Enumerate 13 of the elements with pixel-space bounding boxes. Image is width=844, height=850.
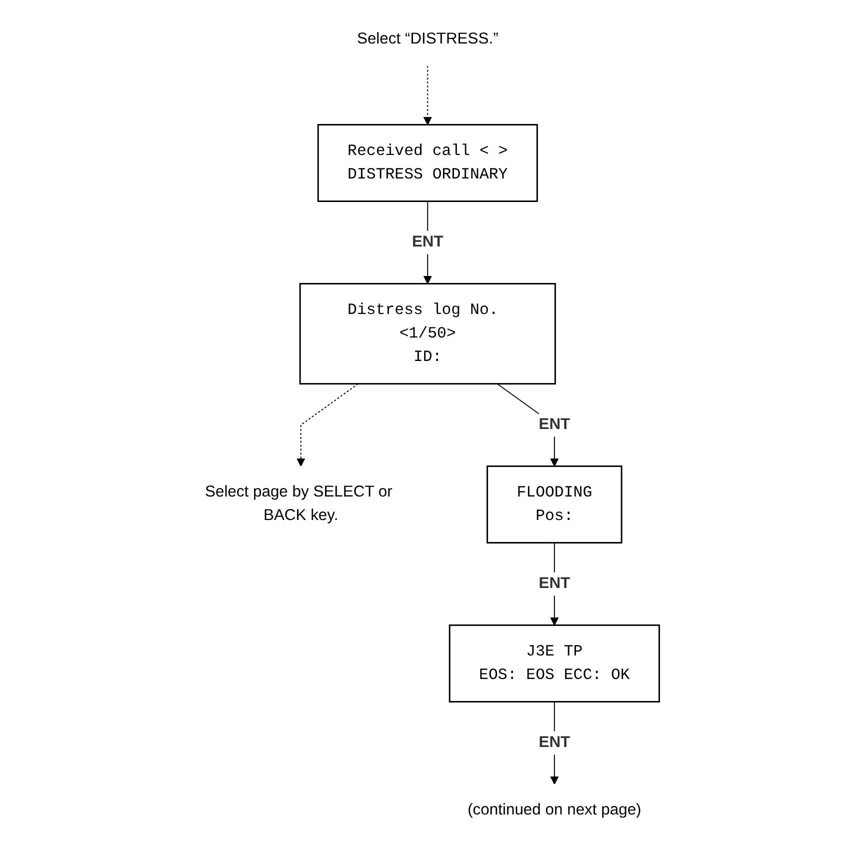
edge-label: ENT <box>412 234 444 250</box>
node-box: Distress log No. <1/50> ID: <box>299 282 556 385</box>
edge-label: ENT <box>538 575 570 592</box>
node-box: J3E TP EOS: EOS ECC: OK <box>448 624 660 702</box>
node-text: Select page by SELECT or BACK key. <box>204 484 392 524</box>
node-text: Select “DISTRESS.” <box>356 30 498 48</box>
edge-label: ENT <box>538 416 570 433</box>
arrow <box>296 383 359 467</box>
node-box: FLOODING Pos: <box>486 465 622 544</box>
node-text: (continued on next page) <box>468 802 642 819</box>
node-box: Received call < > DISTRESS ORDINARY <box>317 124 538 202</box>
arrow <box>423 65 432 126</box>
edge-label: ENT <box>538 734 570 751</box>
